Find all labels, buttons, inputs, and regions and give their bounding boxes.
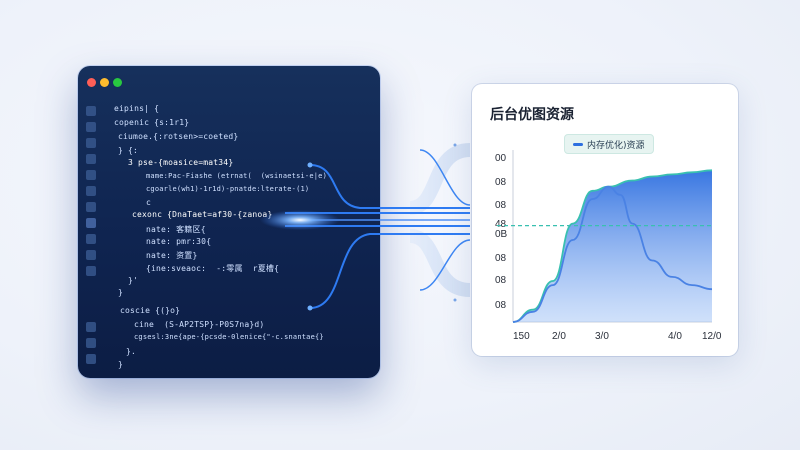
code-line: }. <box>126 347 137 356</box>
pipe-lower <box>408 229 471 297</box>
maximize-window-button[interactable] <box>113 78 122 87</box>
code-line: 3 pse-{moasice=mat34} <box>128 158 234 167</box>
chat-icon[interactable] <box>86 338 96 348</box>
sparkle <box>453 298 457 302</box>
pipe-upper <box>408 143 471 215</box>
code-line: cgoarle(wh1)-1r1d)-pnatde:lterate-(1) <box>146 185 310 193</box>
editor-sidebar <box>78 96 104 378</box>
x-tick-label: 12/0 <box>702 331 722 342</box>
code-line: nate: pmr:30{ <box>146 237 212 246</box>
wire-6 <box>419 149 471 206</box>
user-icon[interactable] <box>86 218 96 228</box>
code-line: }' <box>128 276 139 285</box>
y-tick-label: 00 <box>495 153 507 164</box>
x-tick-label: 150 <box>513 331 530 342</box>
legend-label: 内存优化)资源 <box>587 140 645 151</box>
legend-swatch <box>573 142 583 146</box>
file-icon[interactable] <box>86 186 96 196</box>
wire-1 <box>309 164 470 209</box>
code-line: } <box>118 360 124 369</box>
wire-7 <box>419 239 471 291</box>
gear-icon[interactable] <box>86 234 96 244</box>
sparkle <box>453 143 457 147</box>
wire-node <box>307 162 313 168</box>
code-line: nate: 资置} <box>146 251 198 260</box>
terminal-icon[interactable] <box>86 202 96 212</box>
chart-title: 后台优图资源 <box>490 107 574 123</box>
close-window-button[interactable] <box>87 78 96 87</box>
minimize-window-button[interactable] <box>100 78 109 87</box>
code-line: c <box>146 198 152 207</box>
code-line: nate: 客籍区{ <box>146 225 206 234</box>
code-line: eipins| { <box>114 104 160 113</box>
x-tick-label: 3/0 <box>595 331 609 342</box>
series-line-secondary <box>512 185 713 323</box>
y-tick-label: 08 <box>495 275 507 286</box>
debug-icon[interactable] <box>86 154 96 164</box>
source-control-icon[interactable] <box>86 138 96 148</box>
code-line: copenic {s:1r1} <box>114 118 190 127</box>
code-line: cine (S-AP2TSP}-P0S7na}d) <box>134 320 265 329</box>
y-tick-label: 08 <box>495 300 507 311</box>
x-tick-label: 2/0 <box>552 331 566 342</box>
extensions-icon[interactable] <box>86 170 96 180</box>
code-line: } {: <box>118 146 139 155</box>
code-line: } <box>118 288 124 297</box>
y-tick-label: 08 <box>495 177 507 188</box>
settings-icon[interactable] <box>86 354 96 364</box>
wire-node <box>307 305 313 311</box>
code-line: coscie {(}o} <box>120 306 181 315</box>
code-line: cgsesl:3ne{ape-{pcsde-0lenice{"-c.snanta… <box>134 333 324 341</box>
y-tick-label: 08 <box>495 200 507 211</box>
y-tick-label: 08 <box>495 253 507 264</box>
editor-titlebar <box>78 66 380 96</box>
layers-icon[interactable] <box>86 250 96 260</box>
x-tick-label: 4/0 <box>668 331 682 342</box>
explorer-icon[interactable] <box>86 106 96 116</box>
code-line: {ine:sveaoc: -:零属 r夏槽{ <box>146 264 280 273</box>
account-icon[interactable] <box>86 322 96 332</box>
search-icon[interactable] <box>86 122 96 132</box>
y-tick-label: 48 <box>495 219 507 230</box>
y-tick-label: 0B <box>495 229 508 240</box>
flow-glow <box>260 210 340 230</box>
code-line: ciumoe.{:rotsen>=coeted} <box>118 132 239 141</box>
chart-legend[interactable]: 内存优化)资源 <box>564 134 654 154</box>
code-line: mame:Pac-Fiashe (etrnat( (wsinaetsi-e|e) <box>146 172 327 180</box>
series-area <box>513 170 712 322</box>
wire-5 <box>309 233 470 309</box>
folder-icon[interactable] <box>86 266 96 276</box>
code-line: cexonc {DnaTaet=af30-{zanoa} <box>132 210 273 219</box>
